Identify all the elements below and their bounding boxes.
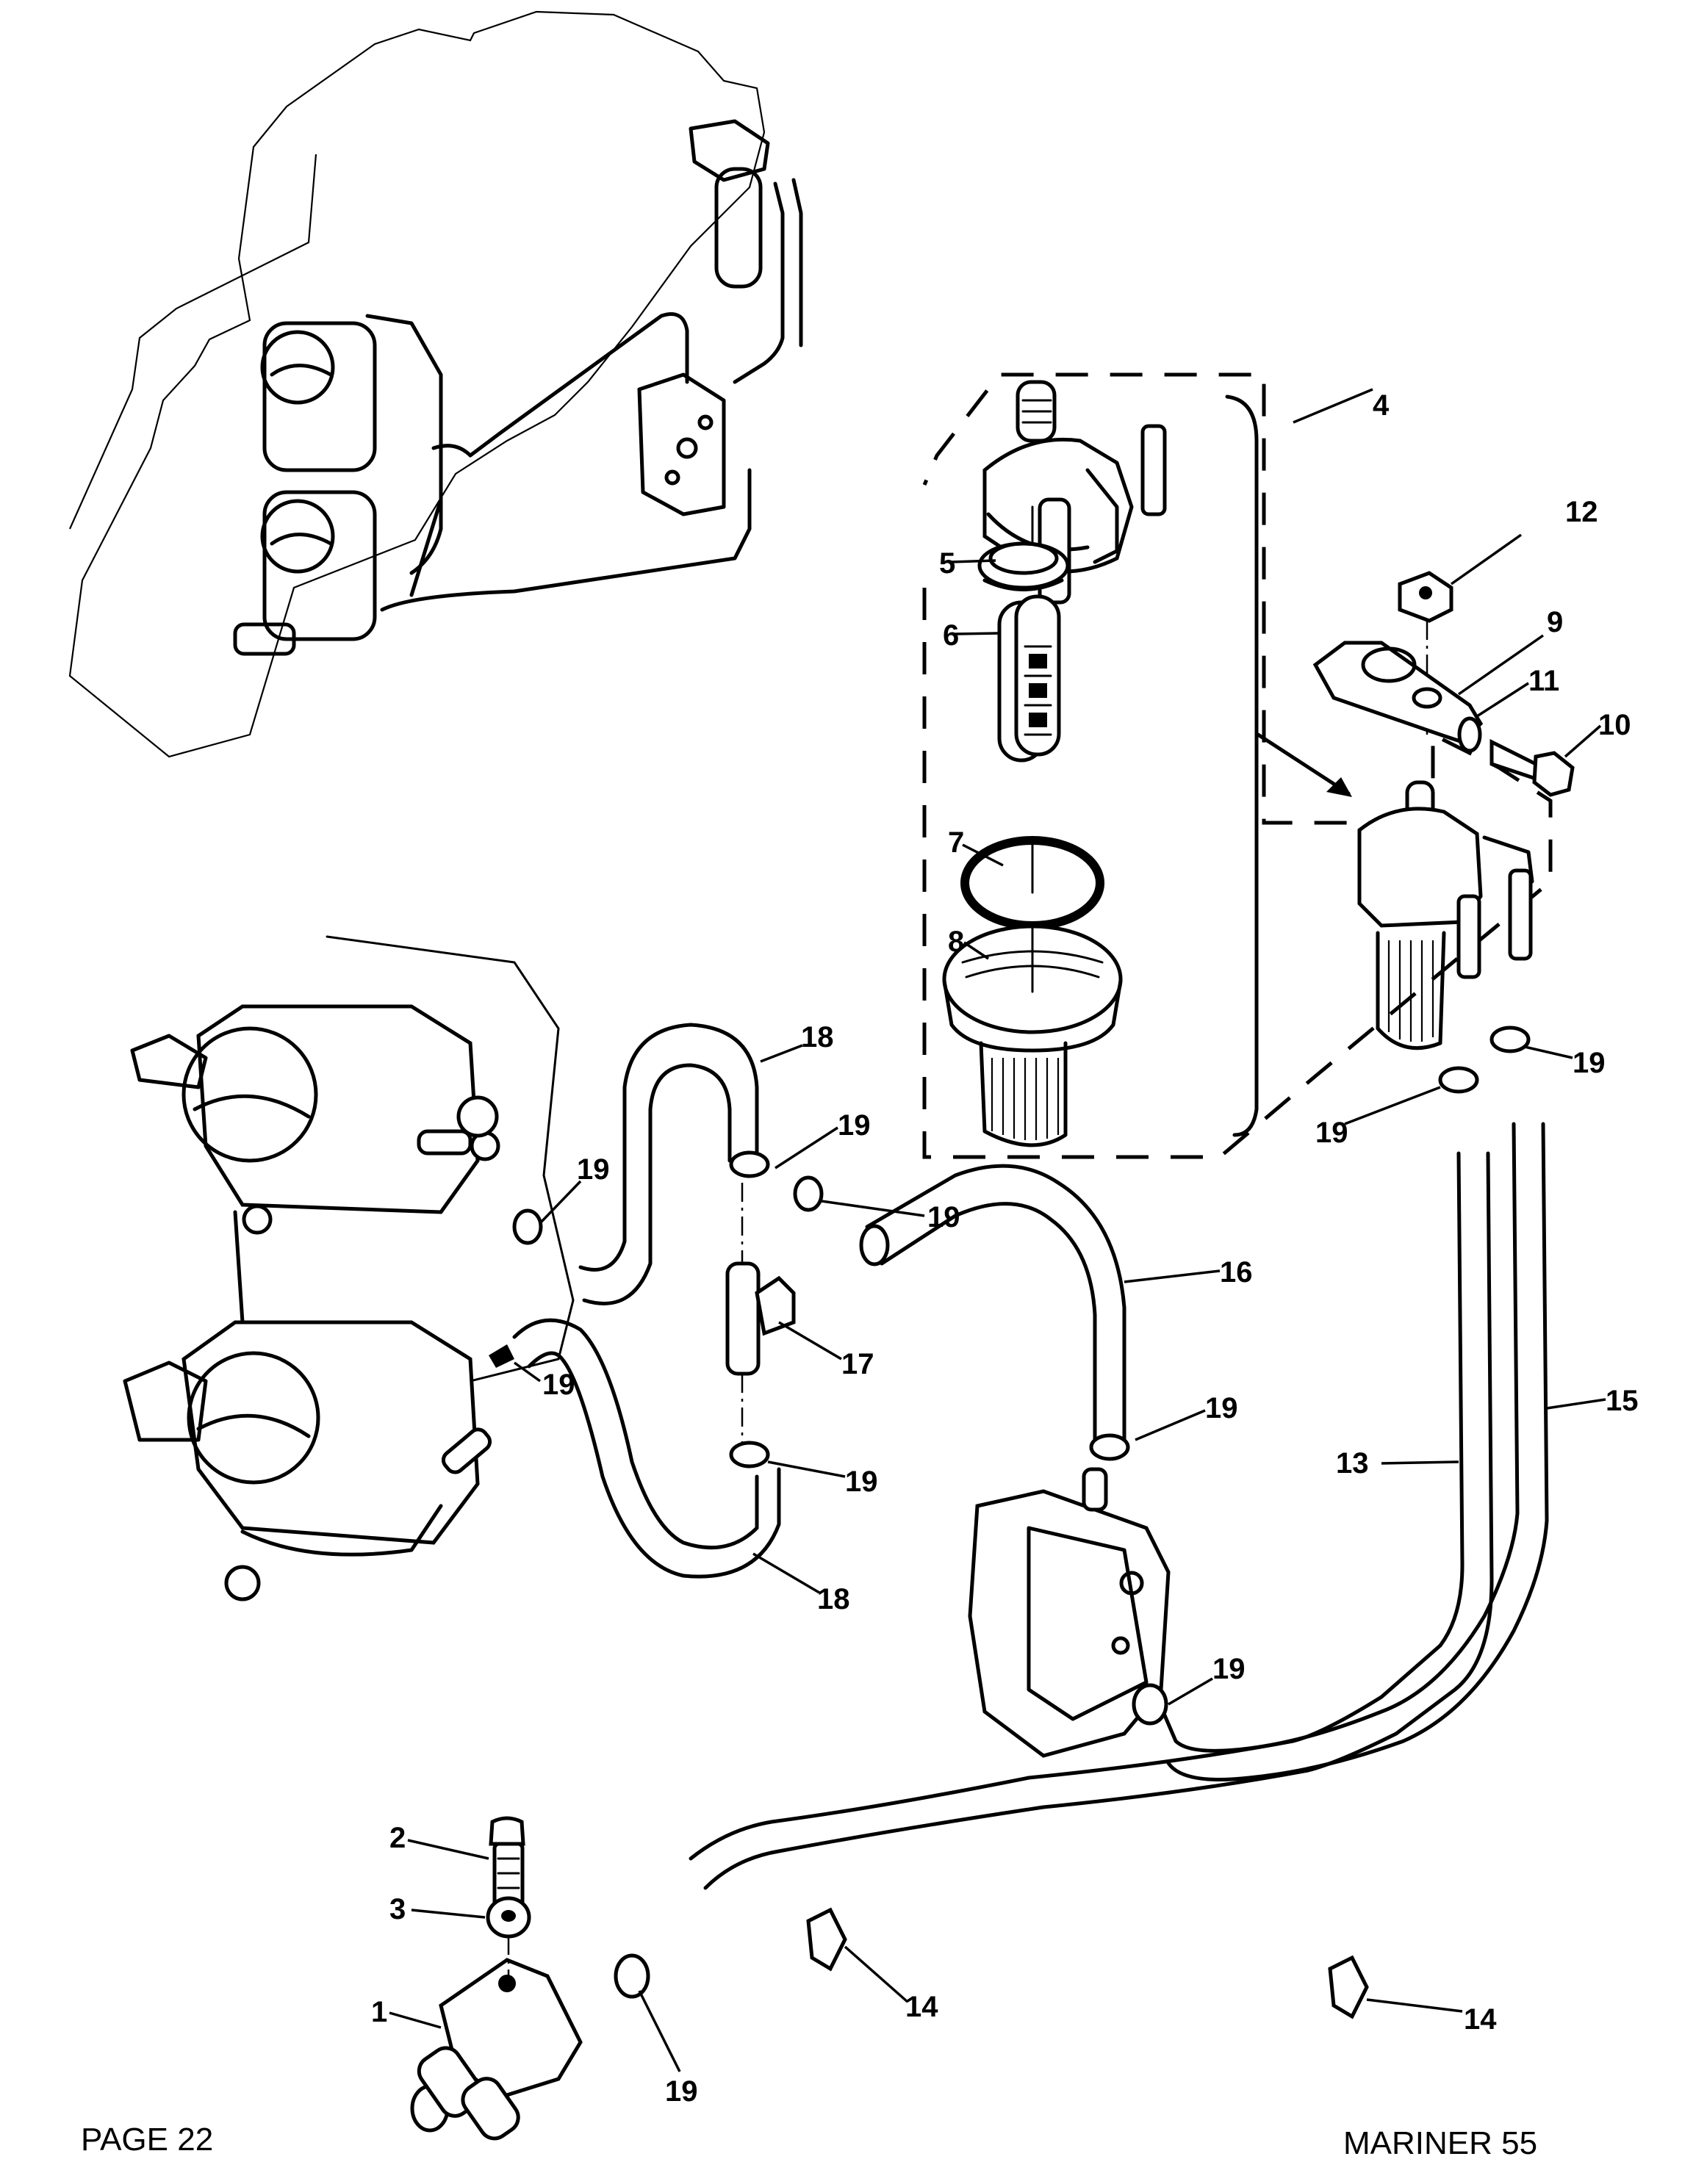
callout-19-connector: 19	[665, 2075, 698, 2108]
callout-14-left: 14	[905, 1991, 938, 2023]
inset-hose-return	[409, 468, 443, 575]
callout-19-carb-lower: 19	[542, 1369, 575, 1401]
engine-location-inset	[68, 10, 803, 758]
hose-16-inner	[880, 1202, 1097, 1442]
callout-2: 2	[389, 1822, 406, 1854]
callout-6: 6	[943, 619, 959, 652]
callout-19-pump-bottom: 19	[1212, 1653, 1246, 1685]
assembly-arrow	[1256, 732, 1351, 796]
callout-12: 12	[1565, 496, 1598, 528]
fuel-pump	[968, 1467, 1171, 1758]
callout-8: 8	[948, 926, 964, 958]
callout-19-carb-upper: 19	[577, 1153, 610, 1186]
callout-19-tee-upper: 19	[838, 1109, 871, 1142]
callout-16: 16	[1220, 1256, 1253, 1289]
group-4-inner-bracket	[1225, 394, 1259, 1137]
item-10-bolt	[1489, 738, 1575, 797]
filter-assembly-group	[922, 372, 1602, 1159]
model-name-label: MARINER 55	[1343, 2125, 1538, 2161]
item-7-o-ring	[960, 836, 1104, 930]
hose-16	[865, 1164, 1126, 1442]
carburetor-assembly	[123, 935, 575, 1601]
item-2-bolt	[489, 1816, 525, 1909]
inset-fuel-filter	[689, 119, 803, 384]
callout-19-filter-left: 19	[1315, 1117, 1348, 1149]
callout-19-filter-right: 19	[1573, 1047, 1606, 1079]
callout-7: 7	[948, 826, 964, 859]
clamp-14-right	[1328, 1955, 1369, 2019]
inset-hose-lower	[380, 468, 752, 612]
item-12-nut	[1398, 571, 1453, 623]
callout-10: 10	[1598, 709, 1631, 741]
item-5-seal	[977, 541, 1070, 591]
hose-13-inner	[703, 1151, 1494, 1890]
item-3-washer	[486, 1896, 531, 1939]
callout-17: 17	[841, 1348, 874, 1380]
hose-15	[1151, 1122, 1520, 1753]
item-8-filter-bowl	[942, 924, 1123, 1147]
inset-fuel-pump	[637, 372, 726, 516]
callout-13: 13	[1336, 1447, 1369, 1480]
hose-18-upper	[578, 1023, 759, 1272]
page-number-label: PAGE 22	[81, 2122, 214, 2158]
cowling-outline-inner	[68, 154, 317, 530]
callout-14-right: 14	[1464, 2003, 1497, 2036]
item-11-washer	[1457, 716, 1482, 753]
callout-19-hose16: 19	[927, 1201, 960, 1233]
clamp-14-left	[806, 1907, 847, 1972]
spring-clips-19	[489, 1026, 1531, 1999]
callout-15: 15	[1606, 1385, 1639, 1417]
callout-11: 11	[1528, 665, 1559, 697]
hose-18-upper-inner	[582, 1063, 732, 1305]
hose-18-lower-inner	[527, 1351, 781, 1579]
item-9-bracket	[1312, 641, 1484, 744]
callout-1: 1	[371, 1996, 387, 2028]
item-6-filter-element	[997, 594, 1061, 763]
callout-5: 5	[939, 547, 955, 580]
item-1-fuel-connector	[410, 1958, 583, 2141]
cowling-outline	[68, 10, 766, 758]
callout-19-tee-lower: 19	[845, 1466, 878, 1498]
hose-13	[689, 1151, 1465, 1861]
inset-carburetors	[233, 314, 443, 656]
item-17-t-fitting	[725, 1261, 796, 1376]
hose-15-inner	[1166, 1122, 1549, 1781]
callout-19-pump-top: 19	[1205, 1392, 1238, 1424]
callout-18-lower: 18	[817, 1583, 850, 1615]
hose-18-lower	[512, 1318, 759, 1550]
callout-18-upper: 18	[801, 1021, 834, 1053]
callout-9: 9	[1547, 606, 1563, 638]
callout-4: 4	[1373, 389, 1390, 422]
callout-labels: 1 2 3 4 5 6 7 8 9 10 11 12 13 14 14 15 1…	[371, 389, 1639, 2108]
inset-hose-upper	[431, 312, 689, 458]
callout-3: 3	[389, 1893, 406, 1925]
assembled-fuel-filter	[1357, 780, 1534, 1050]
